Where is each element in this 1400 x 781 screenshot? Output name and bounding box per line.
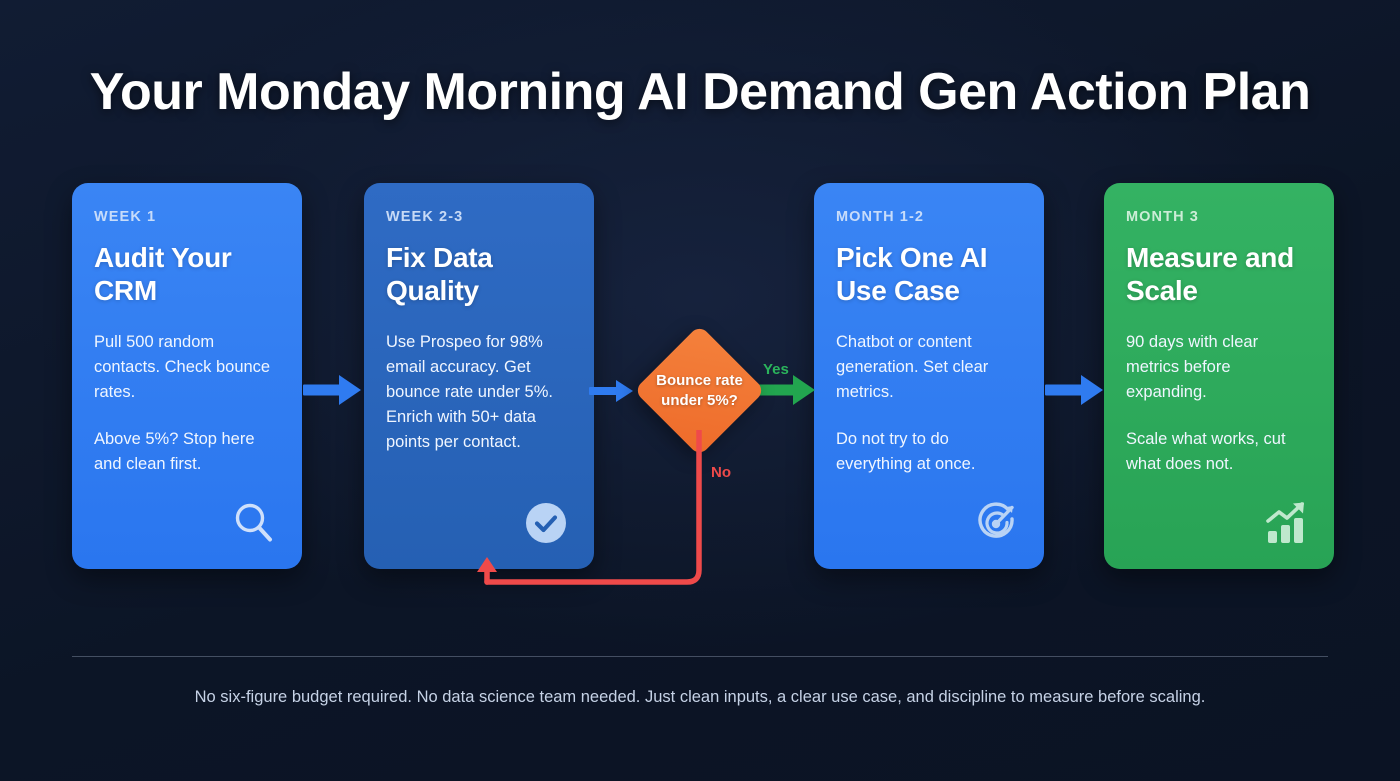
arrow-card3-to-card4 [1045, 374, 1103, 406]
footer-note: No six-figure budget required. No data s… [194, 688, 1206, 706]
step-body: Use Prospeo for 98% email accuracy. Get … [386, 330, 572, 456]
step-headline: Pick One AI Use Case [836, 242, 988, 306]
page-title: Your Monday Morning AI Demand Gen Action… [89, 63, 1311, 121]
target-dart-icon [970, 497, 1022, 549]
footer-divider [72, 656, 1328, 657]
step-body-para-2: Scale what works, cut what does not. [1126, 430, 1286, 474]
decision-label: Bounce rate under 5%? [656, 371, 743, 409]
loop-back-path-no [477, 430, 702, 585]
arrow-card1-to-card2 [303, 374, 361, 406]
step-body-para-2: Above 5%? Stop here and clean first. [94, 430, 255, 474]
step-headline: Audit Your CRM [94, 242, 232, 306]
step-kicker: WEEK 1 [94, 209, 157, 225]
step-body: 90 days with clear metrics before expand… [1126, 330, 1312, 478]
arrow-shaft [589, 387, 617, 395]
arrow-head [339, 375, 361, 405]
step-card-month-1-2[interactable]: MONTH 1-2 Pick One AI Use Case Chatbot o… [814, 183, 1044, 569]
arrow-head [793, 375, 815, 405]
arrow-shaft [757, 384, 795, 396]
check-circle-icon [520, 497, 572, 549]
decision-node[interactable]: Bounce rate under 5%? [633, 324, 766, 457]
arrow-card2-to-decision [589, 380, 633, 402]
edge-label-no: No [711, 464, 731, 481]
step-body-para-1: Use Prospeo for 98% email accuracy. Get … [386, 332, 553, 401]
step-body: Chatbot or content generation. Set clear… [836, 330, 1022, 478]
arrow-decision-yes-to-card3 [757, 374, 815, 406]
step-card-week-1[interactable]: WEEK 1 Audit Your CRM Pull 500 random co… [72, 183, 302, 569]
step-body-para-1: Pull 500 random contacts. Check bounce r… [94, 332, 271, 401]
magnifier-icon [228, 497, 280, 549]
step-body-para-2: Do not try to do everything at once. [836, 430, 976, 474]
step-body-para-1: Chatbot or content generation. Set clear… [836, 332, 989, 401]
step-body-para-2: Enrich with 50+ data points per contact. [386, 408, 536, 452]
step-kicker: MONTH 3 [1126, 209, 1199, 225]
step-card-week-2-3[interactable]: WEEK 2-3 Fix Data Quality Use Prospeo fo… [364, 183, 594, 569]
growth-chart-icon [1260, 497, 1312, 549]
step-kicker: MONTH 1-2 [836, 209, 925, 225]
step-headline: Fix Data Quality [386, 242, 493, 306]
step-card-month-3[interactable]: MONTH 3 Measure and Scale 90 days with c… [1104, 183, 1334, 569]
step-kicker: WEEK 2-3 [386, 209, 464, 225]
step-body-para-1: 90 days with clear metrics before expand… [1126, 332, 1259, 401]
step-body: Pull 500 random contacts. Check bounce r… [94, 330, 280, 478]
arrow-head [1081, 375, 1103, 405]
arrow-shaft [303, 384, 341, 396]
step-headline: Measure and Scale [1126, 242, 1294, 306]
arrow-shaft [1045, 384, 1083, 396]
arrow-head [616, 380, 633, 402]
edge-label-yes: Yes [763, 361, 789, 378]
